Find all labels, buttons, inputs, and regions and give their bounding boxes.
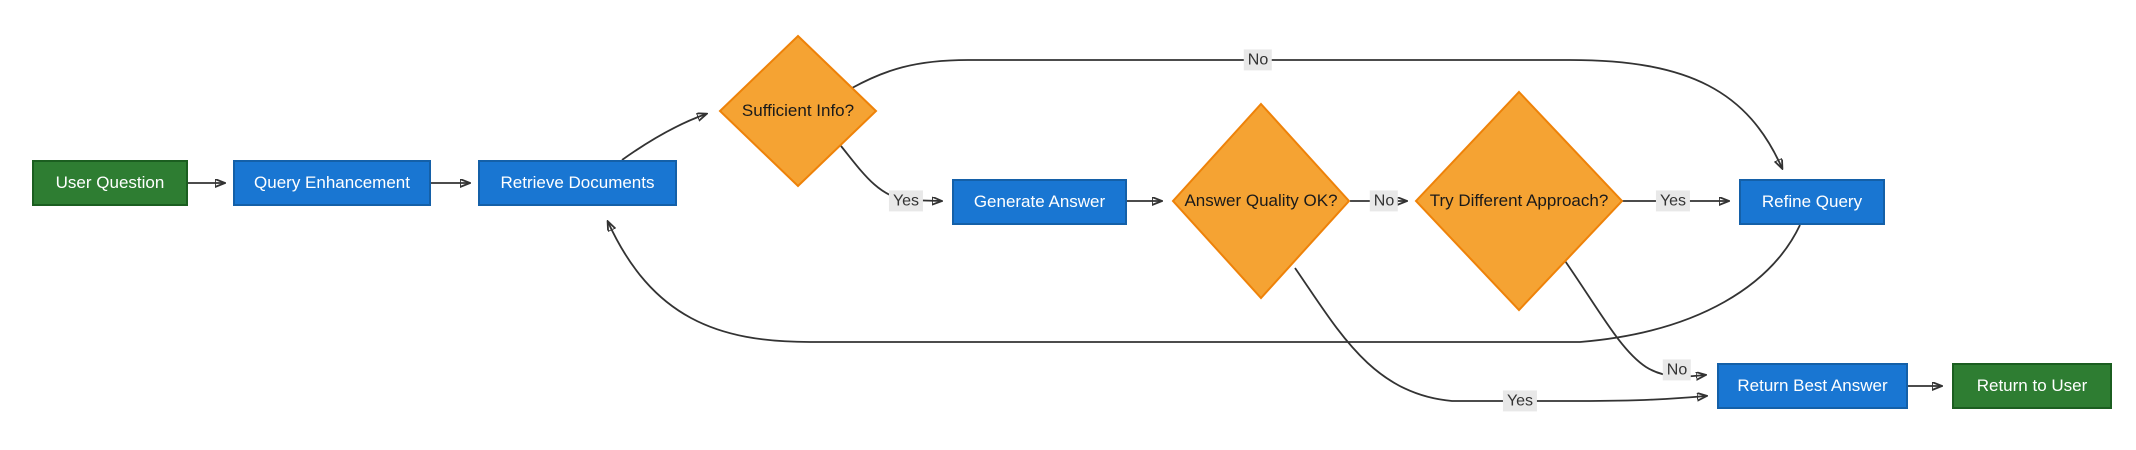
node-user-question: User Question (32, 160, 188, 206)
edge-label-no-quality: No (1369, 190, 1399, 212)
edge-label-no-return: No (1662, 359, 1692, 381)
node-sufficient-info: Sufficient Info? (718, 34, 878, 188)
node-return-best-answer: Return Best Answer (1717, 363, 1908, 409)
diamond-shape (1171, 102, 1351, 300)
node-label: Sufficient Info? (741, 101, 855, 120)
edge-answer-quality-yes-to-return-best-answer (1294, 267, 1706, 402)
edge-sufficient-info-no-to-refine-query (851, 59, 1782, 168)
node-label: Answer Quality OK? (1184, 191, 1338, 210)
node-query-enhancement: Query Enhancement (233, 160, 431, 206)
node-generate-answer: Generate Answer (952, 179, 1127, 225)
edge-refine-query-to-retrieve-documents (608, 222, 1801, 343)
edge-label-yes-refine: Yes (1655, 190, 1691, 212)
node-refine-query: Refine Query (1739, 179, 1885, 225)
node-label: Try Different Approach? (1429, 191, 1609, 210)
node-retrieve-documents: Retrieve Documents (478, 160, 677, 206)
node-return-to-user: Return to User (1952, 363, 2112, 409)
edge-label-yes-return: Yes (1502, 390, 1538, 412)
diamond-shape (718, 34, 878, 188)
edge-retrieve-documents-to-sufficient-info (621, 114, 706, 161)
edge-label-no-top: No (1243, 49, 1273, 71)
edge-label-yes-generate: Yes (888, 190, 924, 212)
node-answer-quality: Answer Quality OK? (1171, 102, 1351, 300)
node-try-different: Try Different Approach? (1414, 90, 1624, 312)
diamond-shape (1414, 90, 1624, 312)
